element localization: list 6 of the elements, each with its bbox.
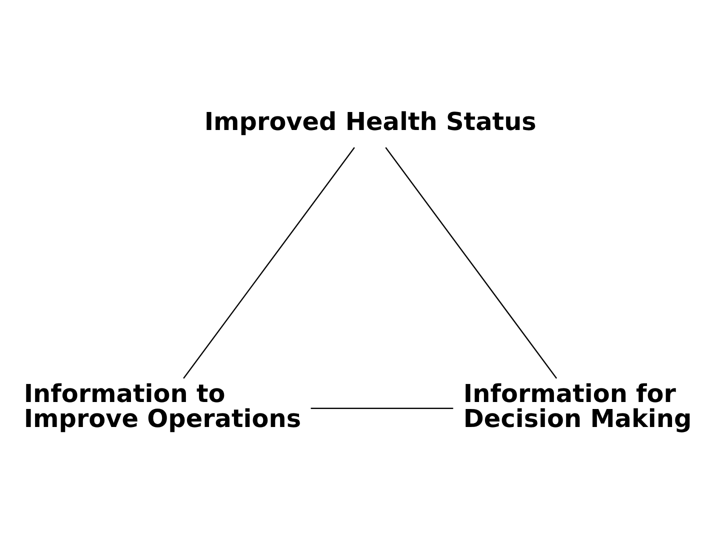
connector <box>183 146 355 378</box>
connector <box>385 146 558 378</box>
node-text: Information for Decision Making <box>463 378 692 432</box>
node-text: Information to Improve Operations <box>24 378 302 432</box>
connector <box>310 407 454 408</box>
node-text: Improved Health Status <box>204 106 536 136</box>
